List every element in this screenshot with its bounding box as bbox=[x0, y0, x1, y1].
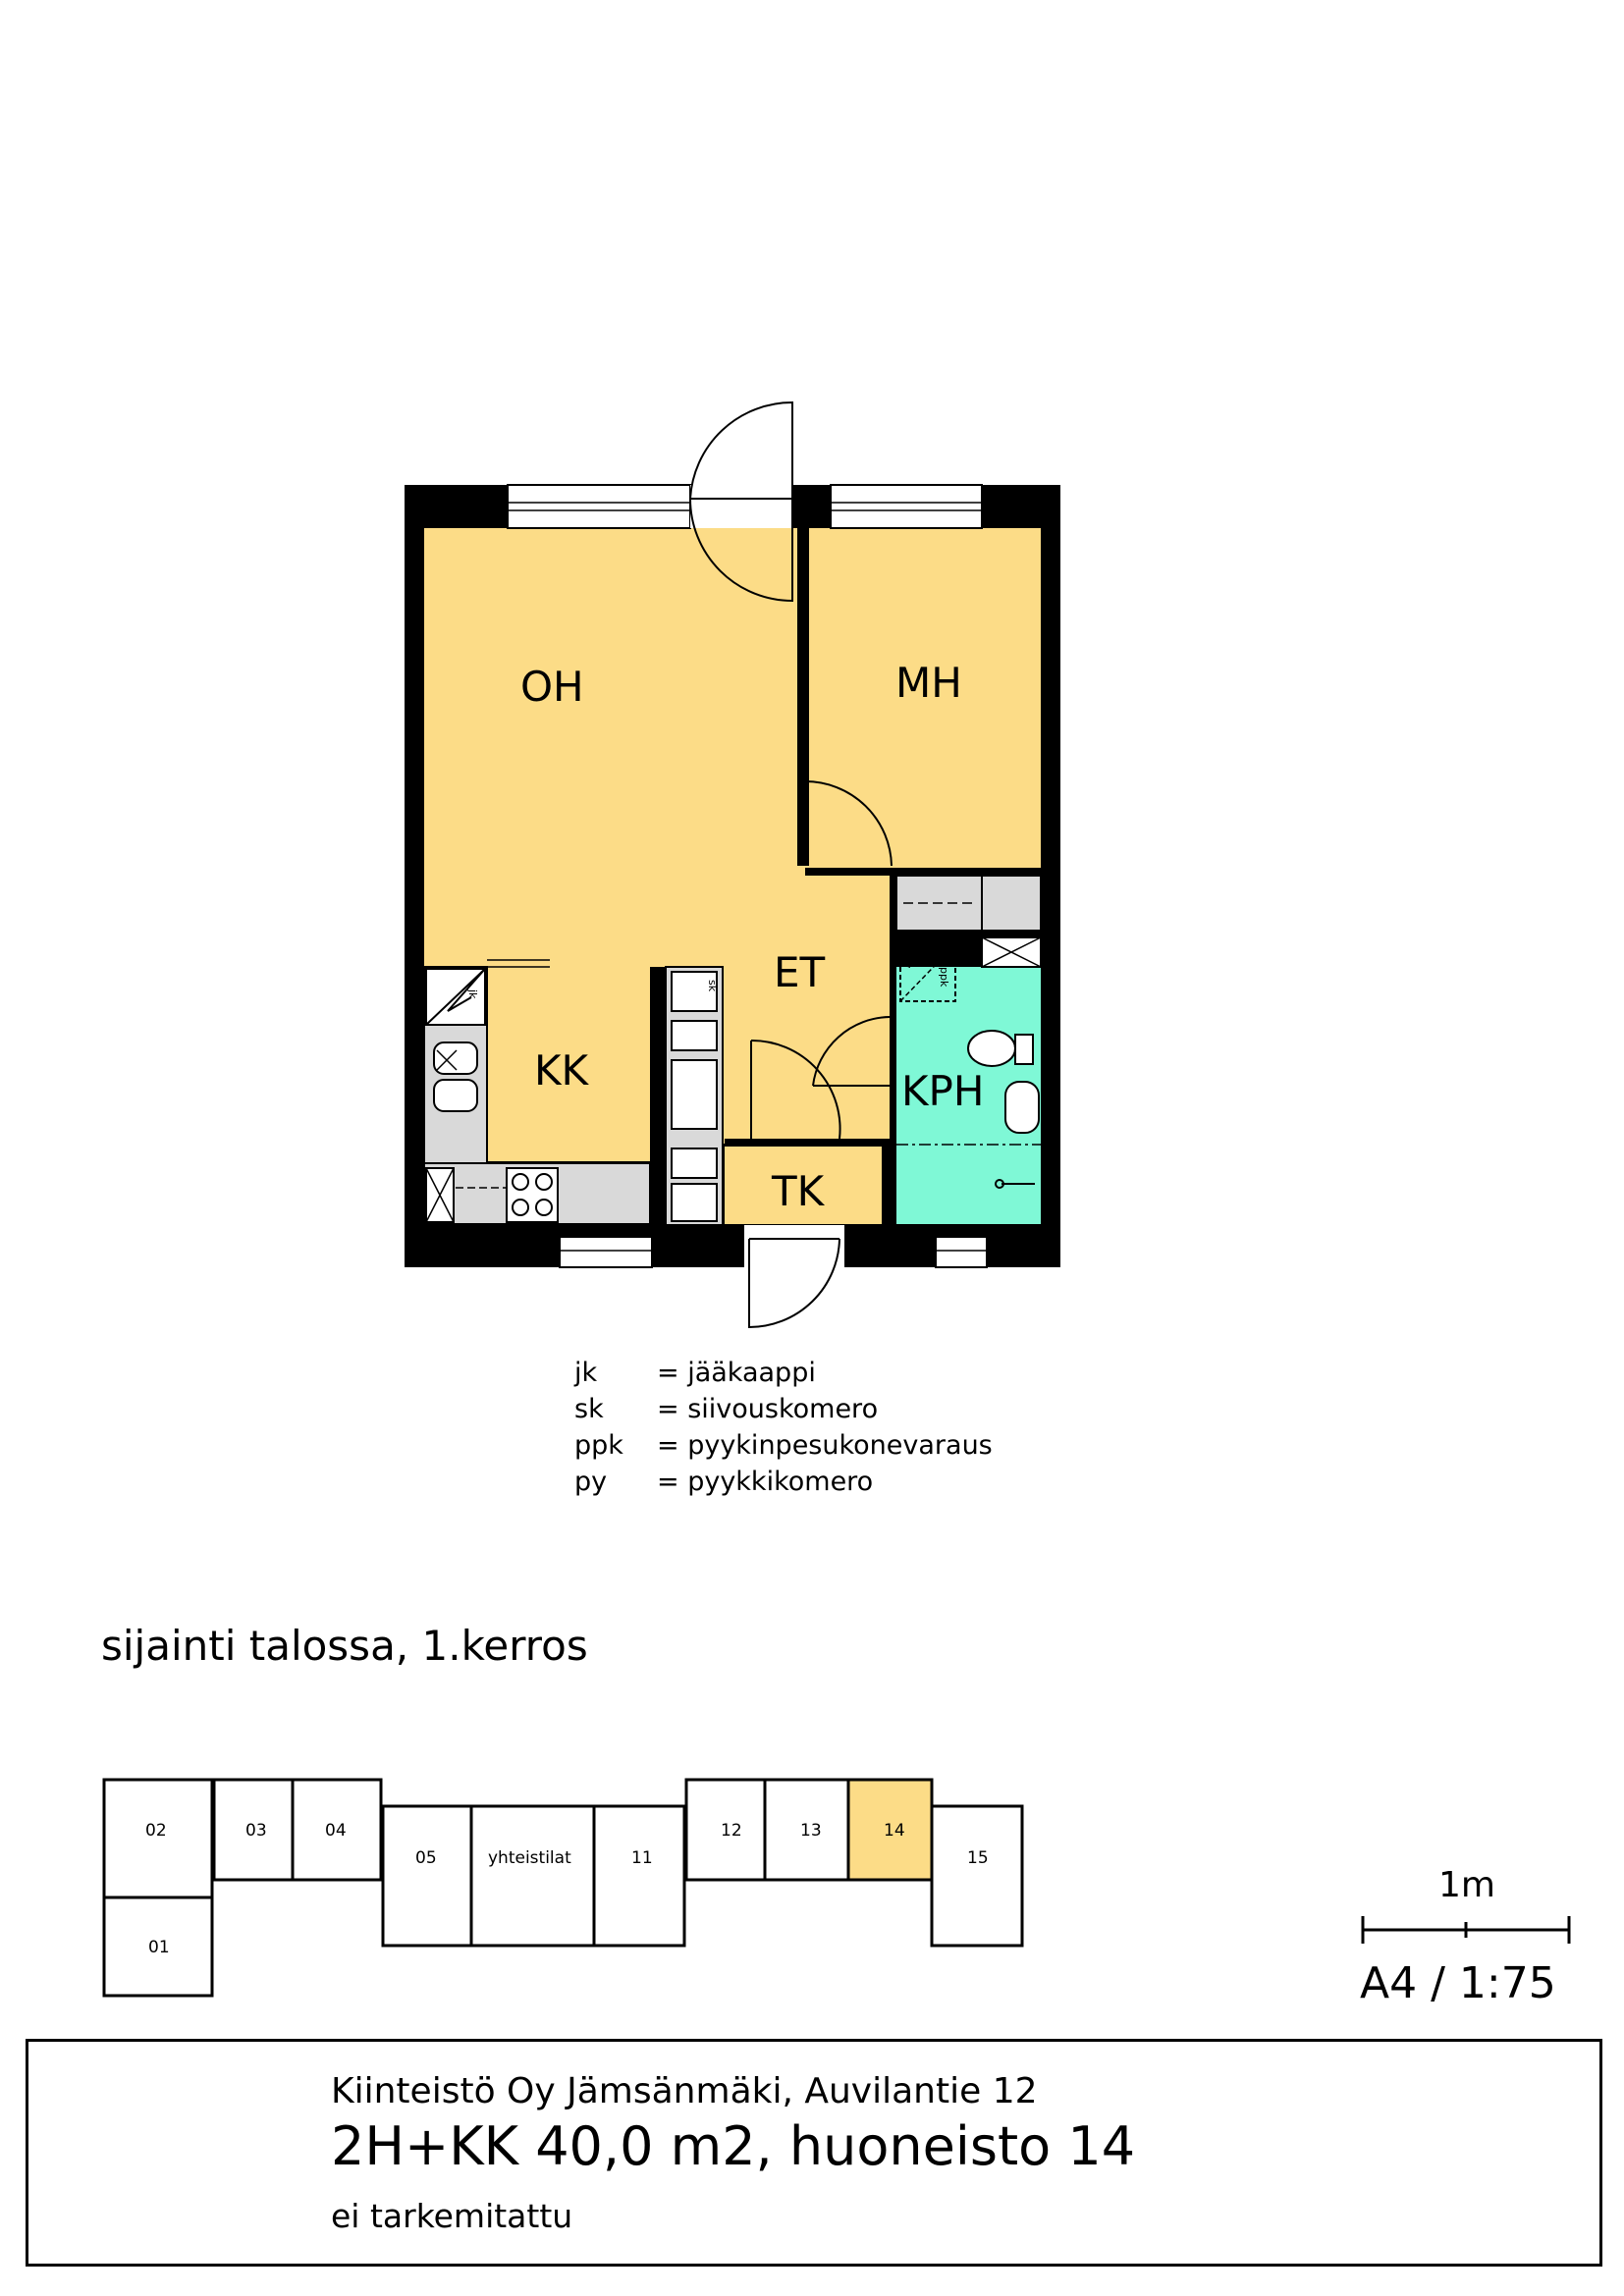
room-kk-floor bbox=[487, 967, 650, 1161]
building-location-diagram bbox=[102, 1778, 1024, 1998]
legend-row: ppk = pyykinpesukonevaraus bbox=[574, 1427, 993, 1464]
room-label-kk: KK bbox=[534, 1046, 590, 1095]
legend-abbr: py bbox=[574, 1467, 608, 1497]
wall-kk-bottom bbox=[424, 1224, 656, 1230]
label-ppk: ppk bbox=[938, 967, 950, 988]
unit-11 bbox=[592, 1804, 686, 1948]
unit-label-04: 04 bbox=[325, 1821, 347, 1841]
wall-kk-right bbox=[650, 967, 658, 1225]
measurement-note: ei tarkemitattu bbox=[331, 2197, 573, 2235]
unit-label-14: 14 bbox=[884, 1821, 905, 1841]
room-mh-floor bbox=[809, 528, 1041, 868]
door-swing-mh bbox=[804, 780, 893, 867]
unit-12 bbox=[684, 1778, 767, 1882]
room-label-tk: TK bbox=[771, 1167, 826, 1215]
wall-tk-top bbox=[725, 1139, 892, 1147]
label-sk: sk bbox=[706, 980, 719, 992]
unit-label-03: 03 bbox=[245, 1821, 267, 1841]
door-opening-top bbox=[690, 485, 792, 528]
legend-abbr: sk bbox=[574, 1394, 604, 1424]
window-kph bbox=[935, 1236, 988, 1268]
room-tk-floor bbox=[725, 1147, 882, 1224]
scale-ratio: A4 / 1:75 bbox=[1360, 1958, 1556, 2008]
unit-label-13: 13 bbox=[800, 1821, 822, 1841]
scale-bar bbox=[1361, 1916, 1571, 1944]
room-label-et: ET bbox=[774, 948, 826, 996]
unit-05 bbox=[381, 1804, 473, 1948]
title-block: Kiinteistö Oy Jämsänmäki, Auvilantie 12 … bbox=[26, 2039, 1602, 2267]
wall-kph-left bbox=[890, 874, 896, 1225]
sink bbox=[433, 1041, 478, 1075]
label-jk: jk bbox=[466, 988, 479, 999]
property-name: Kiinteistö Oy Jämsänmäki, Auvilantie 12 bbox=[331, 2071, 1038, 2111]
door-swing-tk bbox=[750, 1039, 841, 1140]
window-kk bbox=[559, 1236, 653, 1268]
abbreviation-legend: jk = jääkaappi sk = siivouskomero ppk = … bbox=[574, 1355, 993, 1500]
unit-04 bbox=[291, 1778, 383, 1882]
unit-02 bbox=[102, 1778, 214, 1899]
unit-label-yhteistilat: yhteistilat bbox=[488, 1848, 571, 1868]
scale-bar-label: 1m bbox=[1438, 1865, 1495, 1905]
washbasin bbox=[1004, 1081, 1040, 1134]
wall-sk-left bbox=[658, 967, 666, 1225]
room-label-oh: OH bbox=[520, 663, 584, 711]
wall-oh-mh bbox=[797, 528, 809, 781]
room-et-floor bbox=[727, 874, 890, 1144]
unit-label-01: 01 bbox=[148, 1938, 170, 1957]
unit-label-02: 02 bbox=[145, 1821, 167, 1841]
legend-row: sk = siivouskomero bbox=[574, 1391, 993, 1427]
legend-row: py = pyykkikomero bbox=[574, 1464, 993, 1500]
location-title: sijainti talossa, 1.kerros bbox=[101, 1622, 588, 1670]
door-swing-top bbox=[689, 400, 793, 500]
unit-yhteistilat bbox=[469, 1804, 596, 1948]
door-swing-kph bbox=[812, 1016, 891, 1087]
unit-label-11: 11 bbox=[631, 1848, 653, 1868]
legend-text: = pyykkikomero bbox=[657, 1467, 874, 1497]
room-label-mh: MH bbox=[895, 659, 962, 707]
window-oh bbox=[507, 484, 691, 529]
unit-label-15: 15 bbox=[967, 1848, 989, 1868]
unit-14 bbox=[846, 1778, 934, 1882]
label-py: py bbox=[901, 955, 914, 969]
unit-label-12: 12 bbox=[721, 1821, 742, 1841]
unit-13 bbox=[763, 1778, 850, 1882]
washing-machine-reservation bbox=[899, 943, 956, 1002]
legend-abbr: jk bbox=[574, 1358, 598, 1388]
legend-text: = siivouskomero bbox=[657, 1394, 879, 1424]
window-mh bbox=[830, 484, 983, 529]
door-swing-bottom bbox=[748, 1238, 840, 1329]
sink-2 bbox=[433, 1079, 478, 1112]
apartment-description: 2H+KK 40,0 m2, huoneisto 14 bbox=[331, 2115, 1136, 2177]
legend-text: = pyykinpesukonevaraus bbox=[657, 1430, 993, 1461]
toilet bbox=[967, 1030, 1016, 1067]
unit-15 bbox=[930, 1804, 1024, 1948]
room-label-kph: KPH bbox=[901, 1067, 984, 1115]
door-opening-bottom bbox=[744, 1225, 844, 1267]
unit-label-05: 05 bbox=[415, 1848, 437, 1868]
legend-abbr: ppk bbox=[574, 1430, 623, 1461]
room-oh-floor bbox=[424, 528, 890, 1144]
wall-mh-bottom bbox=[805, 868, 1041, 876]
legend-row: jk = jääkaappi bbox=[574, 1355, 993, 1391]
unit-01 bbox=[102, 1896, 214, 1998]
legend-text: = jääkaappi bbox=[657, 1358, 816, 1388]
